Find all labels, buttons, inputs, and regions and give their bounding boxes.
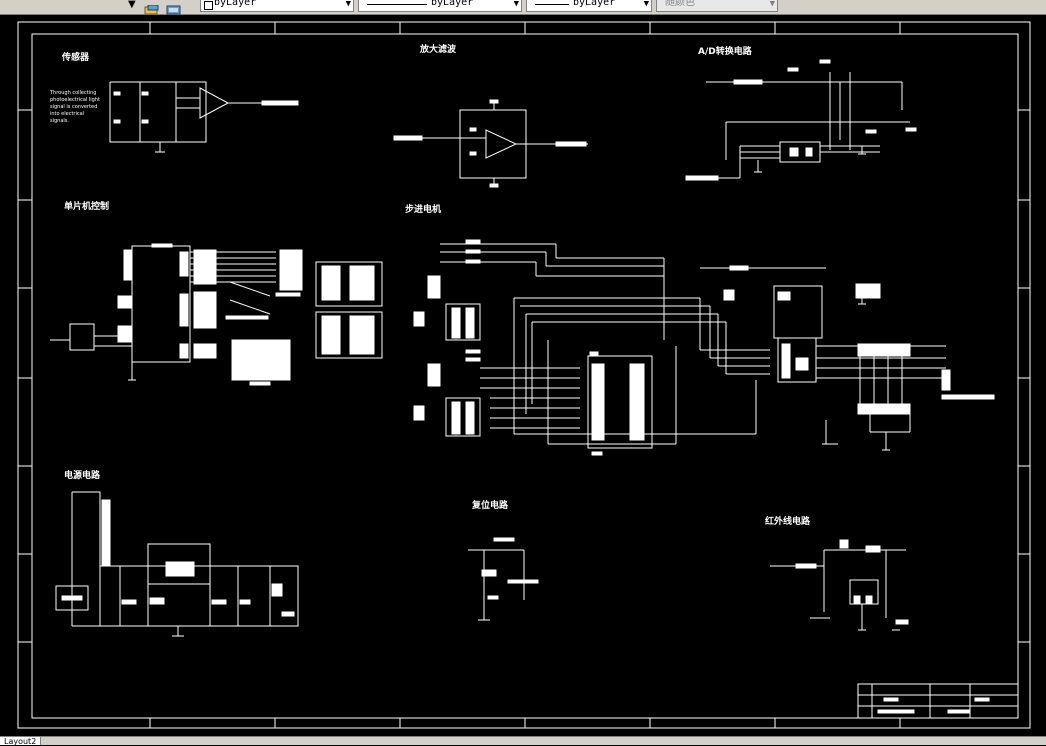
lineweight-preview-line	[535, 4, 569, 5]
sensor-note-line-4: into electrical	[50, 111, 84, 117]
stepper-circuit	[413, 239, 995, 456]
sensor-note-line-2: photoelectrical light	[50, 97, 100, 103]
reset-circuit	[468, 537, 539, 621]
infrared-circuit	[770, 539, 909, 631]
section-title-amplify-filter: 放大滤波	[419, 43, 457, 55]
section-title-infrared: 红外线电路	[765, 515, 811, 527]
chevron-down-icon: ▼	[643, 0, 649, 9]
title-block	[857, 683, 1019, 719]
section-title-stepper: 步进电机	[405, 203, 441, 215]
sensor-circuit	[109, 81, 299, 153]
lineweight-control-value: byLayer	[573, 0, 616, 8]
sensor-note-line-5: signals.	[50, 118, 69, 124]
layer-states-icon[interactable]	[144, 0, 160, 15]
layout-tab-bar: Layout2	[0, 736, 1046, 746]
toolbar-dropdown-arrow-icon[interactable]: ▼	[128, 0, 136, 10]
tab-layout[interactable]: Layout2	[0, 737, 42, 746]
section-title-sensor: 传感器	[61, 51, 90, 63]
linetype-control-combo[interactable]: byLayer ▼	[358, 0, 522, 12]
section-title-power: 电源电路	[64, 469, 101, 481]
linetype-control-value: byLayer	[431, 0, 474, 8]
lineweight-control-combo[interactable]: byLayer ▼	[526, 0, 652, 12]
layer-previous-icon[interactable]	[166, 0, 182, 15]
sensor-note: Through collecting photoelectrical light…	[49, 90, 100, 124]
plot-style-control-value: 随颜色	[665, 0, 695, 8]
section-titles: 传感器 放大滤波 A/D转换电路 单片机控制 步进电机 电源电路 复位电路 红外…	[61, 43, 811, 527]
properties-toolbar: ▼ byLayer ▼ byLayer ▼ byLayer ▼ 随颜色 ▼	[0, 0, 1046, 15]
power-circuit	[55, 491, 299, 637]
mcu-circuit	[50, 243, 383, 386]
drawing-canvas[interactable]: 传感器 放大滤波 A/D转换电路 单片机控制 步进电机 电源电路 复位电路 红外…	[0, 14, 1046, 736]
section-title-reset: 复位电路	[471, 499, 509, 511]
sensor-note-line-3: signal is converted	[50, 104, 97, 110]
drawing-frame	[17, 21, 1031, 729]
sensor-note-line-1: Through collecting	[49, 90, 96, 96]
section-title-ad-convert: A/D转换电路	[698, 45, 753, 57]
color-swatch-icon	[204, 1, 213, 10]
chevron-down-icon: ▼	[769, 0, 775, 9]
section-title-mcu: 单片机控制	[64, 200, 109, 212]
chevron-down-icon: ▼	[345, 0, 351, 9]
linetype-preview-line	[367, 4, 427, 5]
color-control-value: byLayer	[214, 0, 257, 8]
amplify-filter-circuit	[393, 99, 588, 188]
plot-style-control-combo[interactable]: 随颜色 ▼	[656, 0, 778, 12]
ad-convert-circuit	[685, 59, 917, 181]
chevron-down-icon: ▼	[513, 0, 519, 9]
color-control-combo[interactable]: byLayer ▼	[200, 0, 354, 12]
